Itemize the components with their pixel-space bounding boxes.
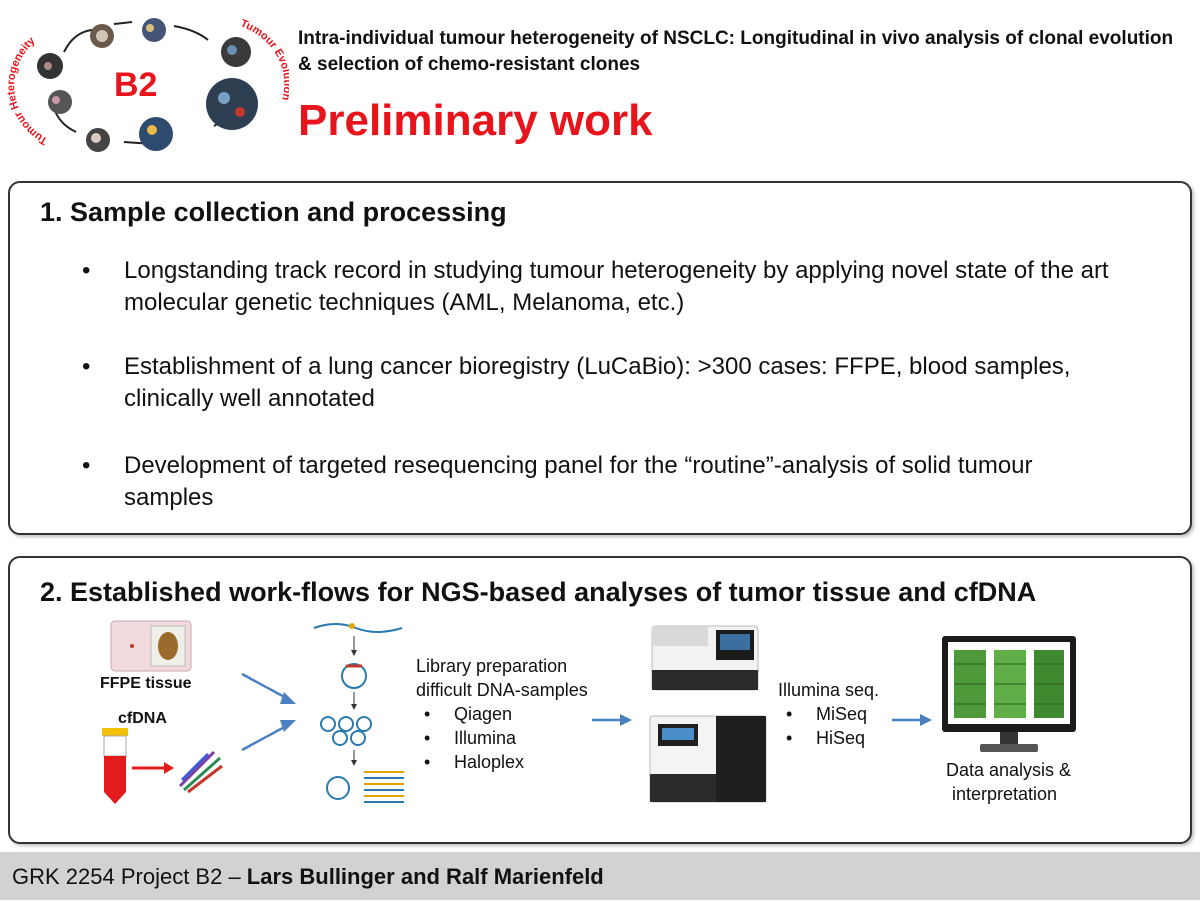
svg-text:Tumour Heterogeneity: Tumour Heterogeneity [5, 34, 49, 147]
library-kit-item: Illumina [416, 726, 524, 750]
bullet-track-record: Longstanding track record in studying tu… [82, 255, 1122, 319]
ffpe-tissue-label: FFPE tissue [100, 675, 192, 692]
footer-project-label: GRK 2254 Project B2 – [12, 864, 247, 890]
library-prep-line2: difficult DNA-samples [416, 680, 588, 700]
sequencer-list: MiSeq HiSeq [778, 702, 867, 750]
section2-title: 2. Established work-flows for NGS-based … [40, 577, 1037, 607]
logo-b2-label: B2 [114, 66, 157, 104]
ngs-workflow-panel: 2. Established work-flows for NGS-based … [8, 556, 1192, 844]
library-kit-list: Qiagen Illumina Haloplex [416, 702, 524, 774]
project-logo: B2 Tumour Heterogeneity Tumour Evolution [4, 4, 293, 169]
miseq-instrument-icon [651, 625, 759, 691]
arrow-to-sequencer-icon [592, 714, 632, 726]
bullet-resequencing-panel: Development of targeted resequencing pan… [82, 450, 1122, 514]
hiseq-instrument-icon [649, 715, 767, 803]
library-prep-diagram-icon [313, 623, 404, 803]
illumina-seq-label: Illumina seq. [778, 680, 880, 700]
footer-authors: Lars Bullinger and Ralf Marienfeld [246, 864, 604, 890]
data-analysis-line2: interpretation [952, 784, 1058, 804]
section1-bullet-list: Longstanding track record in studying tu… [82, 255, 1122, 546]
data-analysis-line1: Data analysis & [946, 760, 1072, 780]
page-title: Preliminary work [298, 96, 653, 145]
input-arrows-icon [241, 672, 296, 752]
sequencer-item: HiSeq [778, 726, 867, 750]
cfdna-label: cfDNA [118, 710, 167, 727]
library-kit-item: Haloplex [416, 750, 524, 774]
ffpe-slide-icon [110, 620, 192, 672]
logo-left-arc-text: Tumour Heterogeneity [5, 34, 49, 147]
arrow-to-analysis-icon [892, 714, 932, 726]
library-kit-item: Qiagen [416, 702, 524, 726]
project-subtitle: Intra-individual tumour heterogeneity of… [298, 28, 1174, 75]
analysis-monitor-icon [942, 636, 1076, 752]
section1-title: 1. Sample collection and processing [40, 197, 507, 227]
blood-tube-icon [102, 728, 223, 804]
tumour-evolution-cycle-icon: B2 Tumour Heterogeneity Tumour Evolution [5, 18, 293, 152]
library-prep-line1: Library preparation [416, 656, 568, 676]
bullet-bioregistry: Establishment of a lung cancer bioregist… [82, 351, 1122, 415]
sequencer-item: MiSeq [778, 702, 867, 726]
footer-bar: GRK 2254 Project B2 – Lars Bullinger and… [0, 852, 1200, 900]
sample-collection-panel: 1. Sample collection and processing Long… [8, 181, 1192, 535]
